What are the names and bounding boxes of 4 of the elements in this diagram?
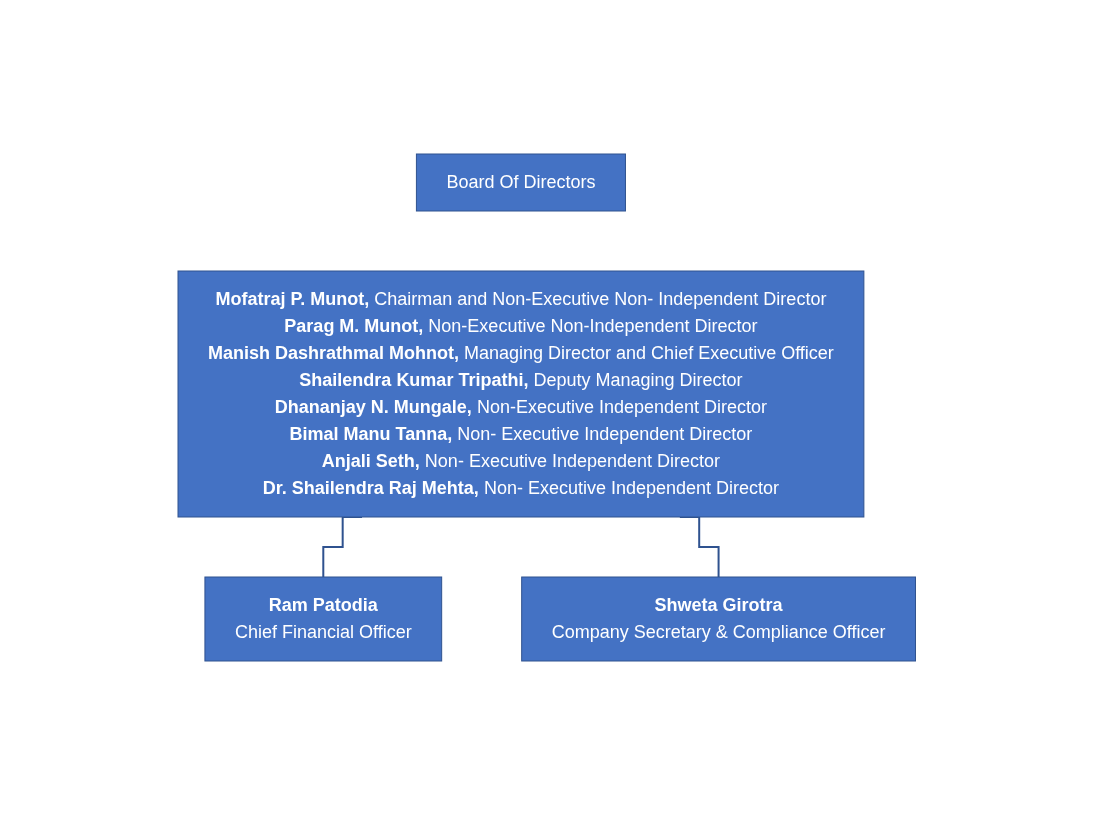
node-box: Ram Patodia Chief Financial Officer	[204, 576, 442, 661]
node-box: Board Of Directors	[415, 153, 626, 211]
node-box: Shweta Girotra Company Secretary & Compliance Officer	[520, 576, 916, 661]
node-box: Mofatraj P. Munot, Chairman and Non-Executive Non- Independent Director Parag M. Munot, Non-Executive Non-Independent Director Manish Dashrathmal Mohnot, Managing Director and Chief Executive Officer Shailendra Kumar Tripathi, Deputy Managing Director Dhananjay N. Mungale, Non-Executive Independent Director Bimal Manu Tanna, Non- Executive Independent Director Anjali Seth, Non- Executive Independent Director Dr. Shailendra Raj Mehta, Non- Executive Independent Director	[177, 270, 865, 517]
